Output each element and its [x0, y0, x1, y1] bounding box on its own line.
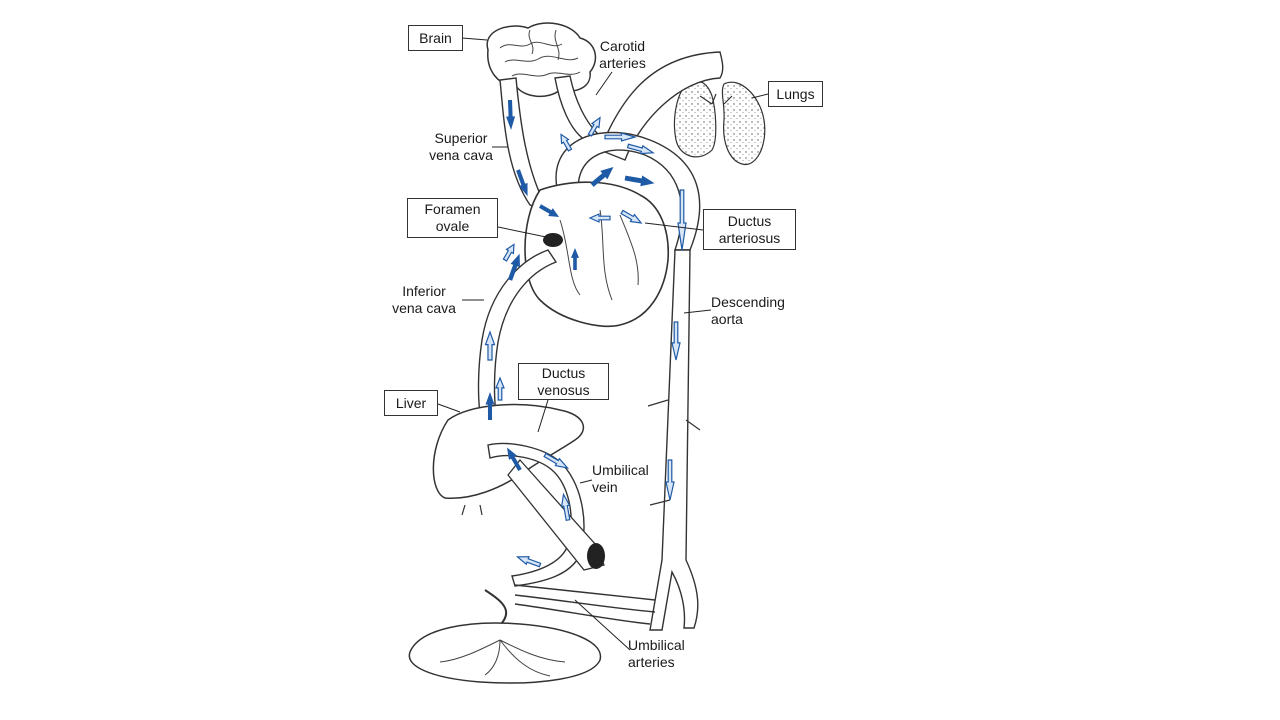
inferior-vena-cava-label: Inferior vena cava [392, 283, 456, 316]
superior-vena-cava-label: Superior vena cava [429, 130, 493, 163]
light-flow-arrow [604, 132, 638, 142]
light-flow-arrow [665, 459, 675, 501]
light-flow-arrow [484, 330, 496, 361]
light-flow-arrow [495, 376, 505, 401]
foramen-ovale-opening [543, 233, 563, 247]
light-flow-arrow [560, 133, 573, 152]
light-flow-arrow [588, 213, 611, 223]
dark-flow-arrow [516, 169, 528, 197]
carotid-arteries-label: Carotid arteries [599, 38, 646, 71]
light-flow-arrow [620, 209, 643, 224]
light-flow-arrow [543, 452, 570, 469]
dark-flow-arrow [538, 204, 560, 217]
mixed-flow-arrows [484, 116, 687, 568]
dark-flow-arrow [507, 447, 522, 472]
light-flow-arrow [671, 321, 681, 361]
umbilical-arteries-label: Umbilical arteries [628, 637, 685, 670]
descending-aorta-vessel [647, 249, 701, 631]
light-flow-arrow [587, 116, 601, 137]
umbilical-vein-label: Umbilical vein [592, 462, 649, 495]
placenta-illustration [408, 589, 602, 684]
descending-aorta-label: Descending aorta [711, 294, 785, 327]
light-flow-arrow [502, 243, 515, 262]
ductus-venosus-label: Ductus venosus [518, 363, 609, 400]
lungs-illustration [673, 80, 766, 165]
brain-label: Brain [408, 25, 463, 51]
light-flow-arrow [515, 556, 542, 568]
dark-flow-arrow [590, 167, 614, 187]
liver-label: Liver [384, 390, 438, 416]
leader-lines [437, 37, 769, 651]
lungs-label: Lungs [768, 81, 823, 107]
dark-flow-arrow [506, 99, 516, 130]
dark-flow-arrow [485, 392, 495, 420]
foramen-ovale-label: Foramen ovale [407, 198, 498, 238]
light-flow-arrow [626, 143, 655, 155]
pulmonary-arch-vessel [599, 51, 724, 161]
light-flow-arrow [677, 189, 687, 251]
umbilical-arteries-vessels [514, 584, 656, 625]
oxygenated-flow-arrows [485, 99, 655, 472]
ductus-arteriosus-label: Ductus arteriosus [703, 209, 796, 250]
dark-flow-arrow [571, 248, 579, 270]
lower-vessel [507, 458, 605, 571]
dark-flow-arrow [624, 175, 655, 187]
dark-flow-arrow [507, 253, 520, 281]
light-flow-arrow [560, 492, 571, 522]
